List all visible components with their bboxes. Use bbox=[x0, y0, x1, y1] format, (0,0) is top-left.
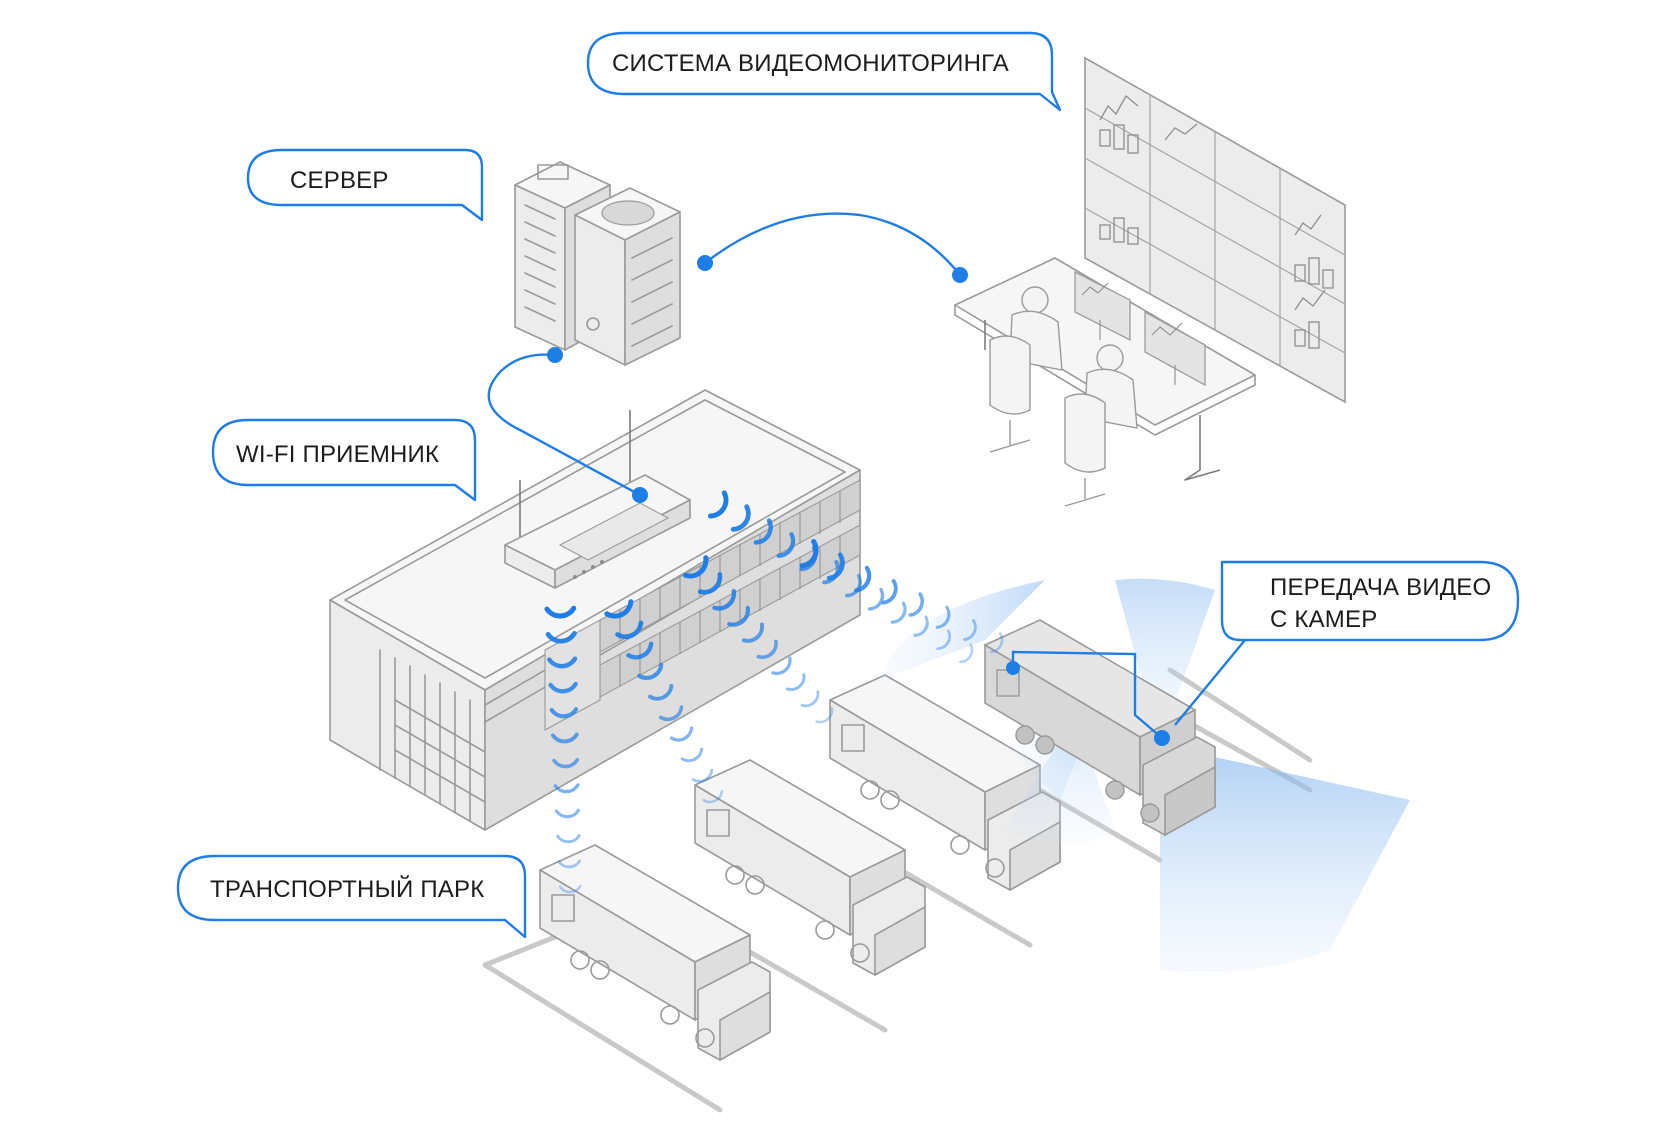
wifi-arc bbox=[936, 629, 952, 651]
callout-fleet: ТРАНСПОРТНЫЙ ПАРК bbox=[176, 854, 527, 939]
wifi-signals bbox=[544, 490, 1004, 894]
callout-fleet-text: ТРАНСПОРТНЫЙ ПАРК bbox=[210, 875, 484, 903]
wifi-arc bbox=[547, 656, 578, 669]
connections bbox=[487, 212, 1164, 740]
wifi-arc bbox=[691, 768, 714, 783]
wifi-arc bbox=[637, 662, 664, 680]
truck-camera-link bbox=[1011, 650, 1164, 740]
wifi-arc bbox=[658, 705, 684, 722]
wifi-arc bbox=[727, 605, 751, 627]
router-server-link bbox=[487, 353, 642, 497]
callout-wifi: WI-FI ПРИЕМНИК bbox=[211, 418, 477, 502]
wifi-arc bbox=[826, 552, 845, 581]
operators bbox=[989, 286, 1138, 507]
wifi-arc bbox=[815, 707, 834, 724]
wifi-arc bbox=[680, 747, 704, 763]
server-desk-link bbox=[703, 212, 962, 277]
wifi-arc bbox=[785, 673, 806, 692]
wifi-arc bbox=[702, 790, 724, 804]
callout-server-text: СЕРВЕР bbox=[290, 167, 389, 194]
wifi-arc bbox=[544, 605, 577, 619]
callout-transmission-text-1: ПЕРЕДАЧА ВИДЕО bbox=[1270, 574, 1491, 601]
wifi-arc bbox=[741, 622, 764, 643]
wifi-arc bbox=[776, 532, 796, 558]
wifi-arc bbox=[800, 690, 820, 708]
wifi-arc bbox=[881, 579, 898, 605]
operator-desk bbox=[954, 257, 1256, 507]
wifi-arc bbox=[556, 834, 581, 844]
callout-server: СЕРВЕР bbox=[246, 148, 484, 222]
wifi-arc bbox=[697, 572, 723, 595]
video-wall bbox=[1084, 56, 1346, 404]
building bbox=[329, 389, 861, 831]
building-windows-left bbox=[379, 649, 486, 821]
wifi-arc bbox=[913, 615, 929, 637]
callout-monitoring-text: СИСТЕМА ВИДЕОМОНИТОРИНГА bbox=[612, 50, 1009, 77]
callout-transmission-text-2: С КАМЕР bbox=[1270, 606, 1377, 633]
wifi-arc bbox=[756, 639, 778, 659]
wifi-arc bbox=[554, 808, 581, 819]
wifi-arc bbox=[867, 587, 885, 611]
wifi-arc bbox=[669, 726, 694, 742]
trucks bbox=[539, 578, 1410, 1061]
wifi-arc bbox=[558, 884, 582, 894]
server-racks bbox=[514, 161, 681, 366]
callout-monitoring: СИСТЕМА ВИДЕОМОНИТОРИНГА bbox=[586, 31, 1062, 112]
wifi-arc bbox=[990, 632, 1004, 654]
wifi-arc bbox=[963, 619, 977, 642]
wifi-arc bbox=[615, 620, 644, 639]
wifi-arc bbox=[712, 589, 737, 611]
video-wall-chart-icons bbox=[1099, 94, 1334, 349]
wifi-arc bbox=[708, 490, 729, 519]
truck bbox=[539, 844, 771, 1061]
wifi-arc bbox=[550, 732, 579, 744]
wifi-arc bbox=[557, 859, 582, 869]
wifi-arc bbox=[626, 641, 654, 660]
wifi-arc bbox=[648, 684, 674, 701]
wifi-arc bbox=[890, 601, 907, 624]
wifi-arc bbox=[549, 707, 579, 719]
truck bbox=[694, 759, 926, 976]
wifi-arc bbox=[753, 518, 773, 545]
wifi-arc bbox=[959, 643, 974, 664]
callout-wifi-text: WI-FI ПРИЕМНИК bbox=[236, 441, 439, 468]
wifi-arc bbox=[908, 592, 924, 617]
callout-transmission: ПЕРЕДАЧА ВИДЕО С КАМЕР bbox=[1174, 560, 1520, 726]
wifi-arc bbox=[548, 681, 578, 694]
wifi-arc bbox=[604, 599, 634, 619]
wifi-arc bbox=[935, 605, 951, 629]
wifi-arc bbox=[771, 656, 792, 675]
building-windows-right bbox=[544, 479, 861, 731]
wifi-arc bbox=[854, 565, 872, 593]
wifi-arc bbox=[683, 555, 709, 579]
wifi-arc bbox=[730, 504, 751, 532]
wifi-arc bbox=[799, 539, 819, 569]
truck-highlighted bbox=[983, 619, 1216, 837]
wifi-arc bbox=[553, 783, 580, 794]
wifi-arc bbox=[545, 631, 577, 644]
connection-nodes bbox=[547, 255, 1170, 746]
wifi-arc bbox=[552, 758, 580, 769]
